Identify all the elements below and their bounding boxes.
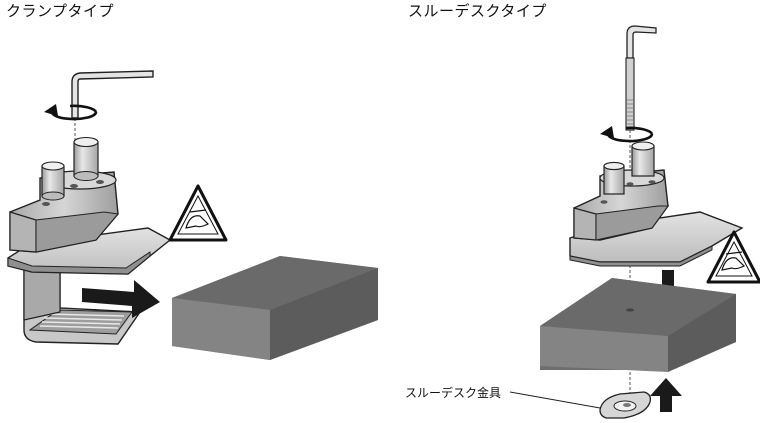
rotate-arrow-icon [600,126,654,143]
through-desk-part-label: スルーデスク金具 [405,386,502,400]
clamp-type-title: クランプタイプ [6,2,115,20]
desk-block-clamp [172,256,378,360]
clamp-mount [7,136,172,345]
bold-arrow-icon [82,280,160,318]
through-desk-panel [509,25,760,419]
desk-block-through [540,278,736,372]
clamp-panel [7,70,378,360]
hand-pinch-warning-icon [706,230,760,284]
callout-line [509,391,601,409]
hex-key-icon [71,70,154,142]
through-desk-type-title: スルーデスクタイプ [408,2,547,20]
up-arrow-icon [650,378,682,412]
hand-pinch-warning-icon [168,184,228,242]
rotate-arrow-icon [44,104,98,121]
through-desk-mount [569,141,744,267]
through-desk-plate [599,391,652,419]
